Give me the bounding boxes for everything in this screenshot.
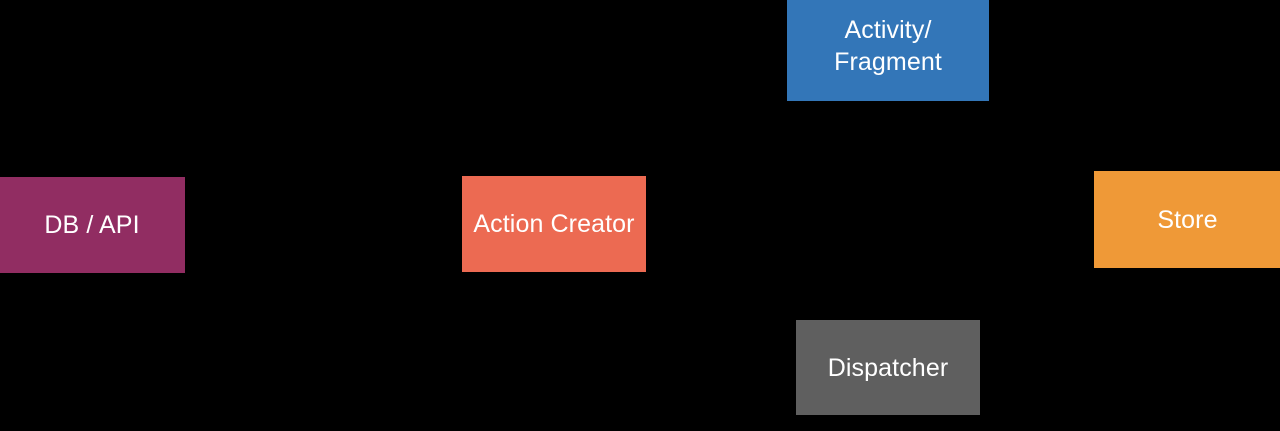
node-action-creator-label: Action Creator	[473, 210, 635, 238]
node-store[interactable]: Store	[1094, 171, 1280, 268]
node-dispatcher[interactable]: Dispatcher	[796, 320, 980, 415]
node-db-api-label: DB / API	[44, 211, 140, 239]
node-db-api[interactable]: DB / API	[0, 177, 185, 273]
node-store-label: Store	[1157, 205, 1218, 234]
node-activity-fragment[interactable]: Activity/ Fragment	[787, 0, 989, 101]
node-dispatcher-label: Dispatcher	[827, 353, 949, 382]
node-action-creator[interactable]: Action Creator	[462, 176, 646, 272]
node-activity-fragment-label: Activity/ Fragment	[834, 16, 942, 76]
